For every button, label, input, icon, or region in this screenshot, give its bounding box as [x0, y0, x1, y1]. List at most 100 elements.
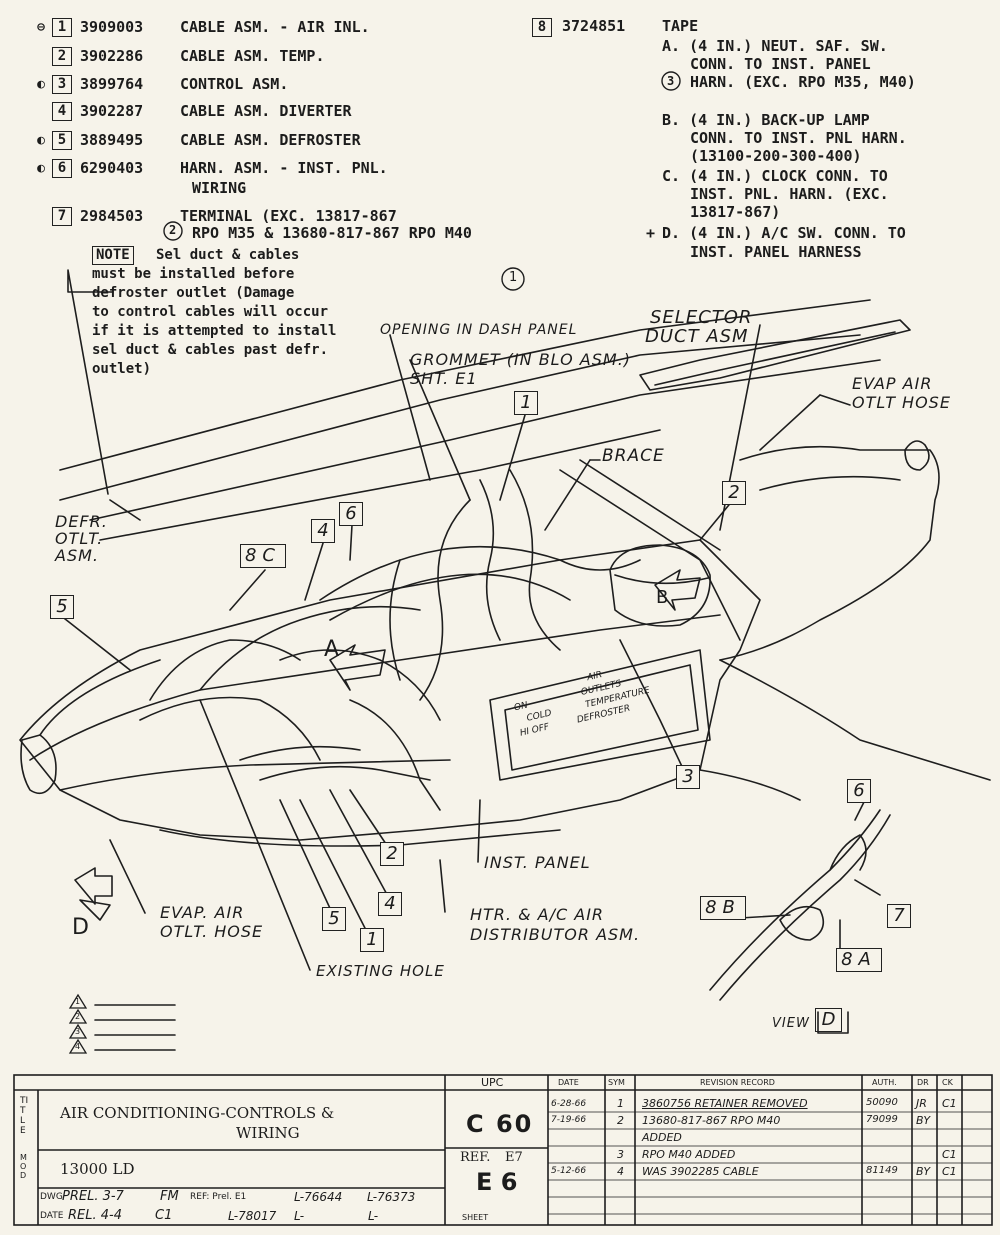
tape-line: CONN. TO INST. PANEL — [690, 55, 871, 73]
view-d-box: D — [815, 1008, 842, 1032]
part-number-box: 5 — [52, 130, 72, 150]
label-evap-air-bottom: EVAP. AIR — [160, 903, 245, 922]
label-defr-asm: ASM. — [55, 546, 99, 565]
dwg-label: DWG — [40, 1192, 63, 1202]
dr-header: DR — [917, 1078, 929, 1087]
ref-label: REF. — [460, 1150, 491, 1165]
parts-row: 2 3902286 CABLE ASM. TEMP. — [30, 45, 325, 67]
rev-sym: 1 — [617, 1097, 624, 1110]
faceplate-on: ON — [513, 700, 529, 714]
rev-auth: 81149 — [866, 1165, 898, 1176]
part-number: 2984503 — [80, 207, 144, 225]
tape-line: CONN. TO INST. PNL HARN. — [690, 129, 907, 147]
callout-4-top: 4 — [311, 519, 335, 543]
part-number: 3909003 — [80, 18, 144, 36]
label-grommet-sheet: SHT. E1 — [410, 369, 478, 388]
label-existing-hole: EXISTING HOLE — [316, 962, 445, 980]
revision-triangle-1: 1 — [75, 997, 81, 1006]
date-label: DATE — [40, 1211, 64, 1221]
l-number-1: L-76644 — [294, 1190, 343, 1204]
rev-ck: C1 — [942, 1097, 957, 1110]
date-initials: C1 — [155, 1208, 173, 1223]
upc-header: UPC — [481, 1076, 504, 1089]
callout-6-top: 6 — [339, 502, 363, 526]
sym-header: SYM — [608, 1078, 625, 1087]
label-distributor: DISTRIBUTOR ASM. — [470, 925, 641, 944]
dwg-value: PREL. 3-7 — [62, 1189, 124, 1204]
note-line: must be installed before — [92, 266, 295, 282]
revision-plus-marker: + — [646, 224, 656, 242]
rev-sym: 3 — [617, 1148, 624, 1161]
label-evap-air-top: EVAP AIR — [852, 374, 933, 393]
note-line: outlet) — [92, 361, 152, 377]
part-description: CABLE ASM. - AIR INL. — [180, 18, 370, 36]
revision-mark: ◐ — [37, 160, 45, 176]
rev-sym: 2 — [617, 1114, 624, 1127]
part-number: 3889495 — [80, 131, 144, 149]
tape-line: A. (4 IN.) NEUT. SAF. SW. — [662, 37, 888, 55]
revision-triangle-2: 2 — [75, 1012, 81, 1021]
callout-5-bottom: 5 — [322, 907, 346, 931]
label-htr-ac: HTR. & A/C AIR — [470, 905, 605, 924]
parts-row: 7 2984503 TERMINAL (EXC. 13817-867 — [30, 205, 397, 227]
date-value: REL. 4-4 — [68, 1208, 122, 1223]
label-selector: SELECTOR — [650, 307, 753, 328]
l-number-4: L- — [294, 1209, 305, 1223]
rev-record: WAS 3902285 CABLE — [642, 1165, 759, 1178]
callout-7-inset: 7 — [887, 904, 911, 928]
label-brace: BRACE — [602, 446, 665, 466]
revision-mark — [30, 207, 52, 225]
ck-header: CK — [942, 1078, 953, 1087]
part-number-box: 6 — [52, 158, 72, 178]
revision-circle-3: 3 — [667, 74, 675, 88]
tape-line: INST. PNL. HARN. (EXC. — [690, 185, 889, 203]
view-d-arrow-label: D — [72, 915, 90, 940]
tape-line: HARN. (EXC. RPO M35, M40) — [690, 73, 916, 91]
part-description-line2: RPO M35 & 13680-817-867 RPO M40 — [192, 224, 472, 242]
note-line: to control cables will occur — [92, 304, 329, 320]
tape-line: B. (4 IN.) BACK-UP LAMP — [662, 111, 870, 129]
part-description: HARN. ASM. - INST. PNL. — [180, 159, 388, 177]
part-number: 3902286 — [80, 47, 144, 65]
tape-line: D. (4 IN.) A/C SW. CONN. TO — [662, 224, 906, 242]
callout-6-inset: 6 — [847, 779, 871, 803]
view-marker-1: 1 — [509, 270, 518, 285]
view-b-arrow-label: B — [656, 587, 670, 608]
parts-row: ◐ 6 6290403 HARN. ASM. - INST. PNL. — [30, 157, 388, 179]
callout-4-bottom: 4 — [378, 892, 402, 916]
rev-record: 13680-817-867 RPO M40 — [642, 1114, 781, 1127]
rev-auth: 79099 — [866, 1114, 898, 1125]
rev-record: RPO M40 ADDED — [642, 1148, 736, 1161]
drawing-title-line2: WIRING — [236, 1124, 300, 1142]
faceplate-hi: HI — [518, 726, 531, 739]
view-a-arrow-label: A — [324, 637, 341, 662]
part-number: 3902287 — [80, 102, 144, 120]
note-label: NOTE — [92, 246, 134, 265]
note-line: Sel duct & cables — [156, 247, 300, 263]
rev-dr: BY — [916, 1165, 931, 1178]
revision-mark: ◐ — [37, 132, 45, 148]
l-number-2: L-76373 — [367, 1190, 416, 1204]
callout-5-left: 5 — [50, 595, 74, 619]
tape-line: C. (4 IN.) CLOCK CONN. TO — [662, 167, 888, 185]
revision-record-header: REVISION RECORD — [700, 1078, 775, 1087]
title-vertical-label: TITLE — [20, 1096, 29, 1136]
part-number-box: 8 — [532, 18, 552, 37]
rev-ck: C1 — [942, 1148, 957, 1161]
note-line: defroster outlet (Damage — [92, 285, 295, 301]
label-grommet: GROMMET (IN BLO ASM.) — [410, 350, 632, 369]
part-description: CABLE ASM. DEFROSTER — [180, 131, 361, 149]
upc-code: C 60 — [466, 1110, 534, 1138]
part-description-continued: WIRING — [192, 177, 246, 199]
part-number: 6290403 — [80, 159, 144, 177]
ref-prel: REF: Prel. E1 — [190, 1192, 247, 1202]
revision-mark — [30, 47, 52, 65]
l-number-5: L- — [368, 1209, 379, 1223]
sheet-label: SHEET — [462, 1213, 489, 1222]
part-number-box: 2 — [52, 46, 72, 66]
rev-record: ADDED — [642, 1131, 682, 1144]
dwg-initials: FM — [160, 1189, 179, 1204]
model-vertical-label: MOD — [20, 1153, 27, 1180]
label-evap-hose-top: OTLT HOSE — [852, 393, 951, 412]
